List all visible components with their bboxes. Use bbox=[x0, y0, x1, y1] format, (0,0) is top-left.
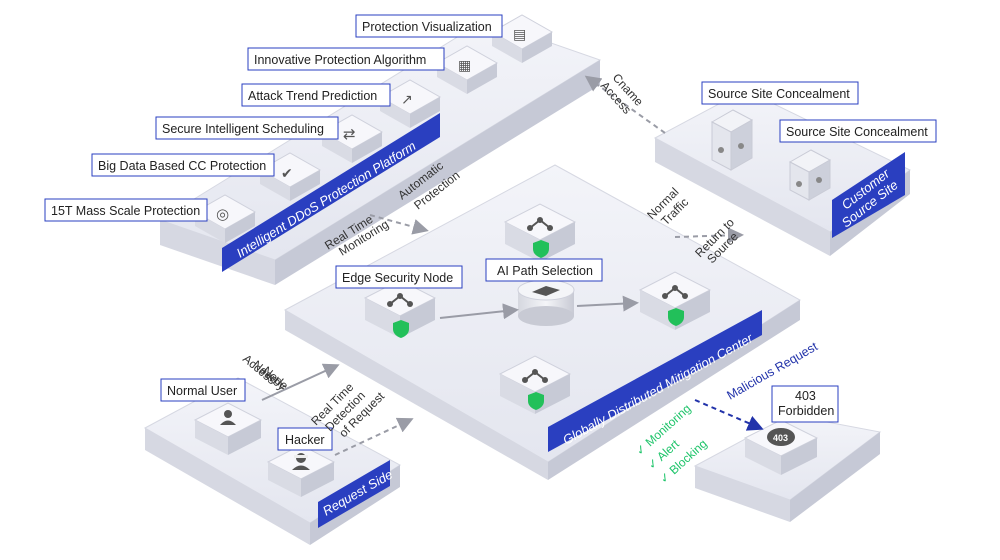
svg-text:Secure Intelligent Scheduling: Secure Intelligent Scheduling bbox=[162, 122, 324, 136]
server-2 bbox=[788, 149, 832, 201]
edge-node-label: Edge Security Node bbox=[335, 265, 463, 289]
svg-text:Edge Security Node: Edge Security Node bbox=[342, 271, 453, 285]
feature-label-algorithm: Innovative Protection Algorithm bbox=[247, 47, 445, 71]
return-to-source-text: Return to Source bbox=[692, 215, 741, 266]
concealment-label-2: Source Site Concealment bbox=[779, 119, 937, 143]
cube-visualization: ▤ bbox=[490, 14, 554, 63]
ai-to-node-link bbox=[576, 295, 639, 312]
feature-label-scheduling: Secure Intelligent Scheduling bbox=[155, 116, 339, 140]
bottom-node-cube bbox=[498, 355, 572, 414]
forbidden-badge-text: 403 bbox=[773, 433, 788, 443]
forbidden-slab bbox=[693, 414, 882, 522]
green-shield-icon bbox=[668, 308, 684, 326]
access-nearby-arrow bbox=[261, 363, 340, 401]
edge-node-cube bbox=[363, 279, 437, 338]
svg-text:Source Site Concealment: Source Site Concealment bbox=[708, 87, 850, 101]
server-1 bbox=[710, 109, 754, 171]
hacker-cube bbox=[266, 444, 336, 497]
feature-label-visualization: Protection Visualization bbox=[355, 14, 503, 38]
cube-bigdata: ✔ bbox=[258, 152, 322, 201]
normal-user-label: Normal User bbox=[160, 378, 246, 402]
cname-access-text: Cname Access bbox=[598, 71, 647, 117]
cube-scheduling: ⇄ bbox=[320, 114, 384, 163]
forbidden-badge-icon bbox=[767, 428, 795, 446]
green-shield-icon bbox=[533, 240, 549, 258]
hacker-label: Hacker bbox=[277, 427, 333, 451]
swap-arrows-icon: ⇄ bbox=[343, 126, 356, 143]
forbidden-label: 403 Forbidden bbox=[771, 385, 839, 423]
edge-to-ai-link bbox=[439, 303, 519, 320]
green-shield-icon bbox=[528, 392, 544, 410]
network-node-icon bbox=[662, 285, 688, 299]
svg-text:Forbidden: Forbidden bbox=[778, 404, 834, 418]
right-node-cube bbox=[638, 271, 712, 330]
user-icon bbox=[220, 410, 236, 425]
svg-text:Source Site Concealment: Source Site Concealment bbox=[786, 125, 928, 139]
concealment-label-1: Source Site Concealment bbox=[701, 81, 859, 105]
malicious-request-arrow bbox=[694, 399, 764, 431]
hacker-icon bbox=[292, 453, 310, 470]
cube-algorithm: ▦ bbox=[435, 45, 499, 94]
network-node-icon bbox=[387, 293, 413, 307]
check-shield-icon: ✔ bbox=[281, 165, 293, 181]
top-node-cube bbox=[503, 203, 577, 262]
automatic-protection-arrow bbox=[369, 214, 429, 235]
ai-path-cylinder bbox=[517, 279, 575, 326]
svg-text:Attack Trend Prediction: Attack Trend Prediction bbox=[248, 89, 377, 103]
normal-traffic-arrow bbox=[674, 227, 744, 244]
keypad-icon: ▦ bbox=[458, 57, 471, 73]
svg-text:15T Mass Scale Protection: 15T Mass Scale Protection bbox=[51, 204, 200, 218]
network-node-icon bbox=[522, 369, 548, 383]
feature-label-bigdata: Big Data Based CC Protection bbox=[91, 153, 275, 177]
cname-access-arrow bbox=[584, 75, 666, 134]
svg-text:Big Data Based CC Protection: Big Data Based CC Protection bbox=[98, 159, 266, 173]
svg-text:Normal User: Normal User bbox=[167, 384, 237, 398]
dashboard-icon: ▤ bbox=[513, 26, 526, 42]
svg-text:Protection Visualization: Protection Visualization bbox=[362, 20, 492, 34]
wifi-shield-icon: ◎ bbox=[216, 206, 229, 223]
green-shield-icon bbox=[393, 320, 409, 338]
feature-label-trend: Attack Trend Prediction bbox=[241, 83, 391, 107]
network-node-icon bbox=[527, 217, 553, 231]
route-diamond-icon bbox=[532, 286, 560, 296]
svg-text:403: 403 bbox=[795, 389, 816, 403]
svg-text:Hacker: Hacker bbox=[285, 433, 325, 447]
svg-text:Innovative Protection Algorith: Innovative Protection Algorithm bbox=[254, 53, 426, 67]
ai-path-label: AI Path Selection bbox=[485, 258, 603, 282]
trend-chart-icon: ↗ bbox=[401, 91, 413, 107]
realtime-detection-arrow bbox=[334, 417, 414, 456]
normal-user-cube bbox=[193, 402, 263, 455]
svg-text:AI Path Selection: AI Path Selection bbox=[497, 264, 593, 278]
feature-label-15t: 15T Mass Scale Protection bbox=[44, 198, 208, 222]
customer-slab bbox=[653, 89, 911, 256]
